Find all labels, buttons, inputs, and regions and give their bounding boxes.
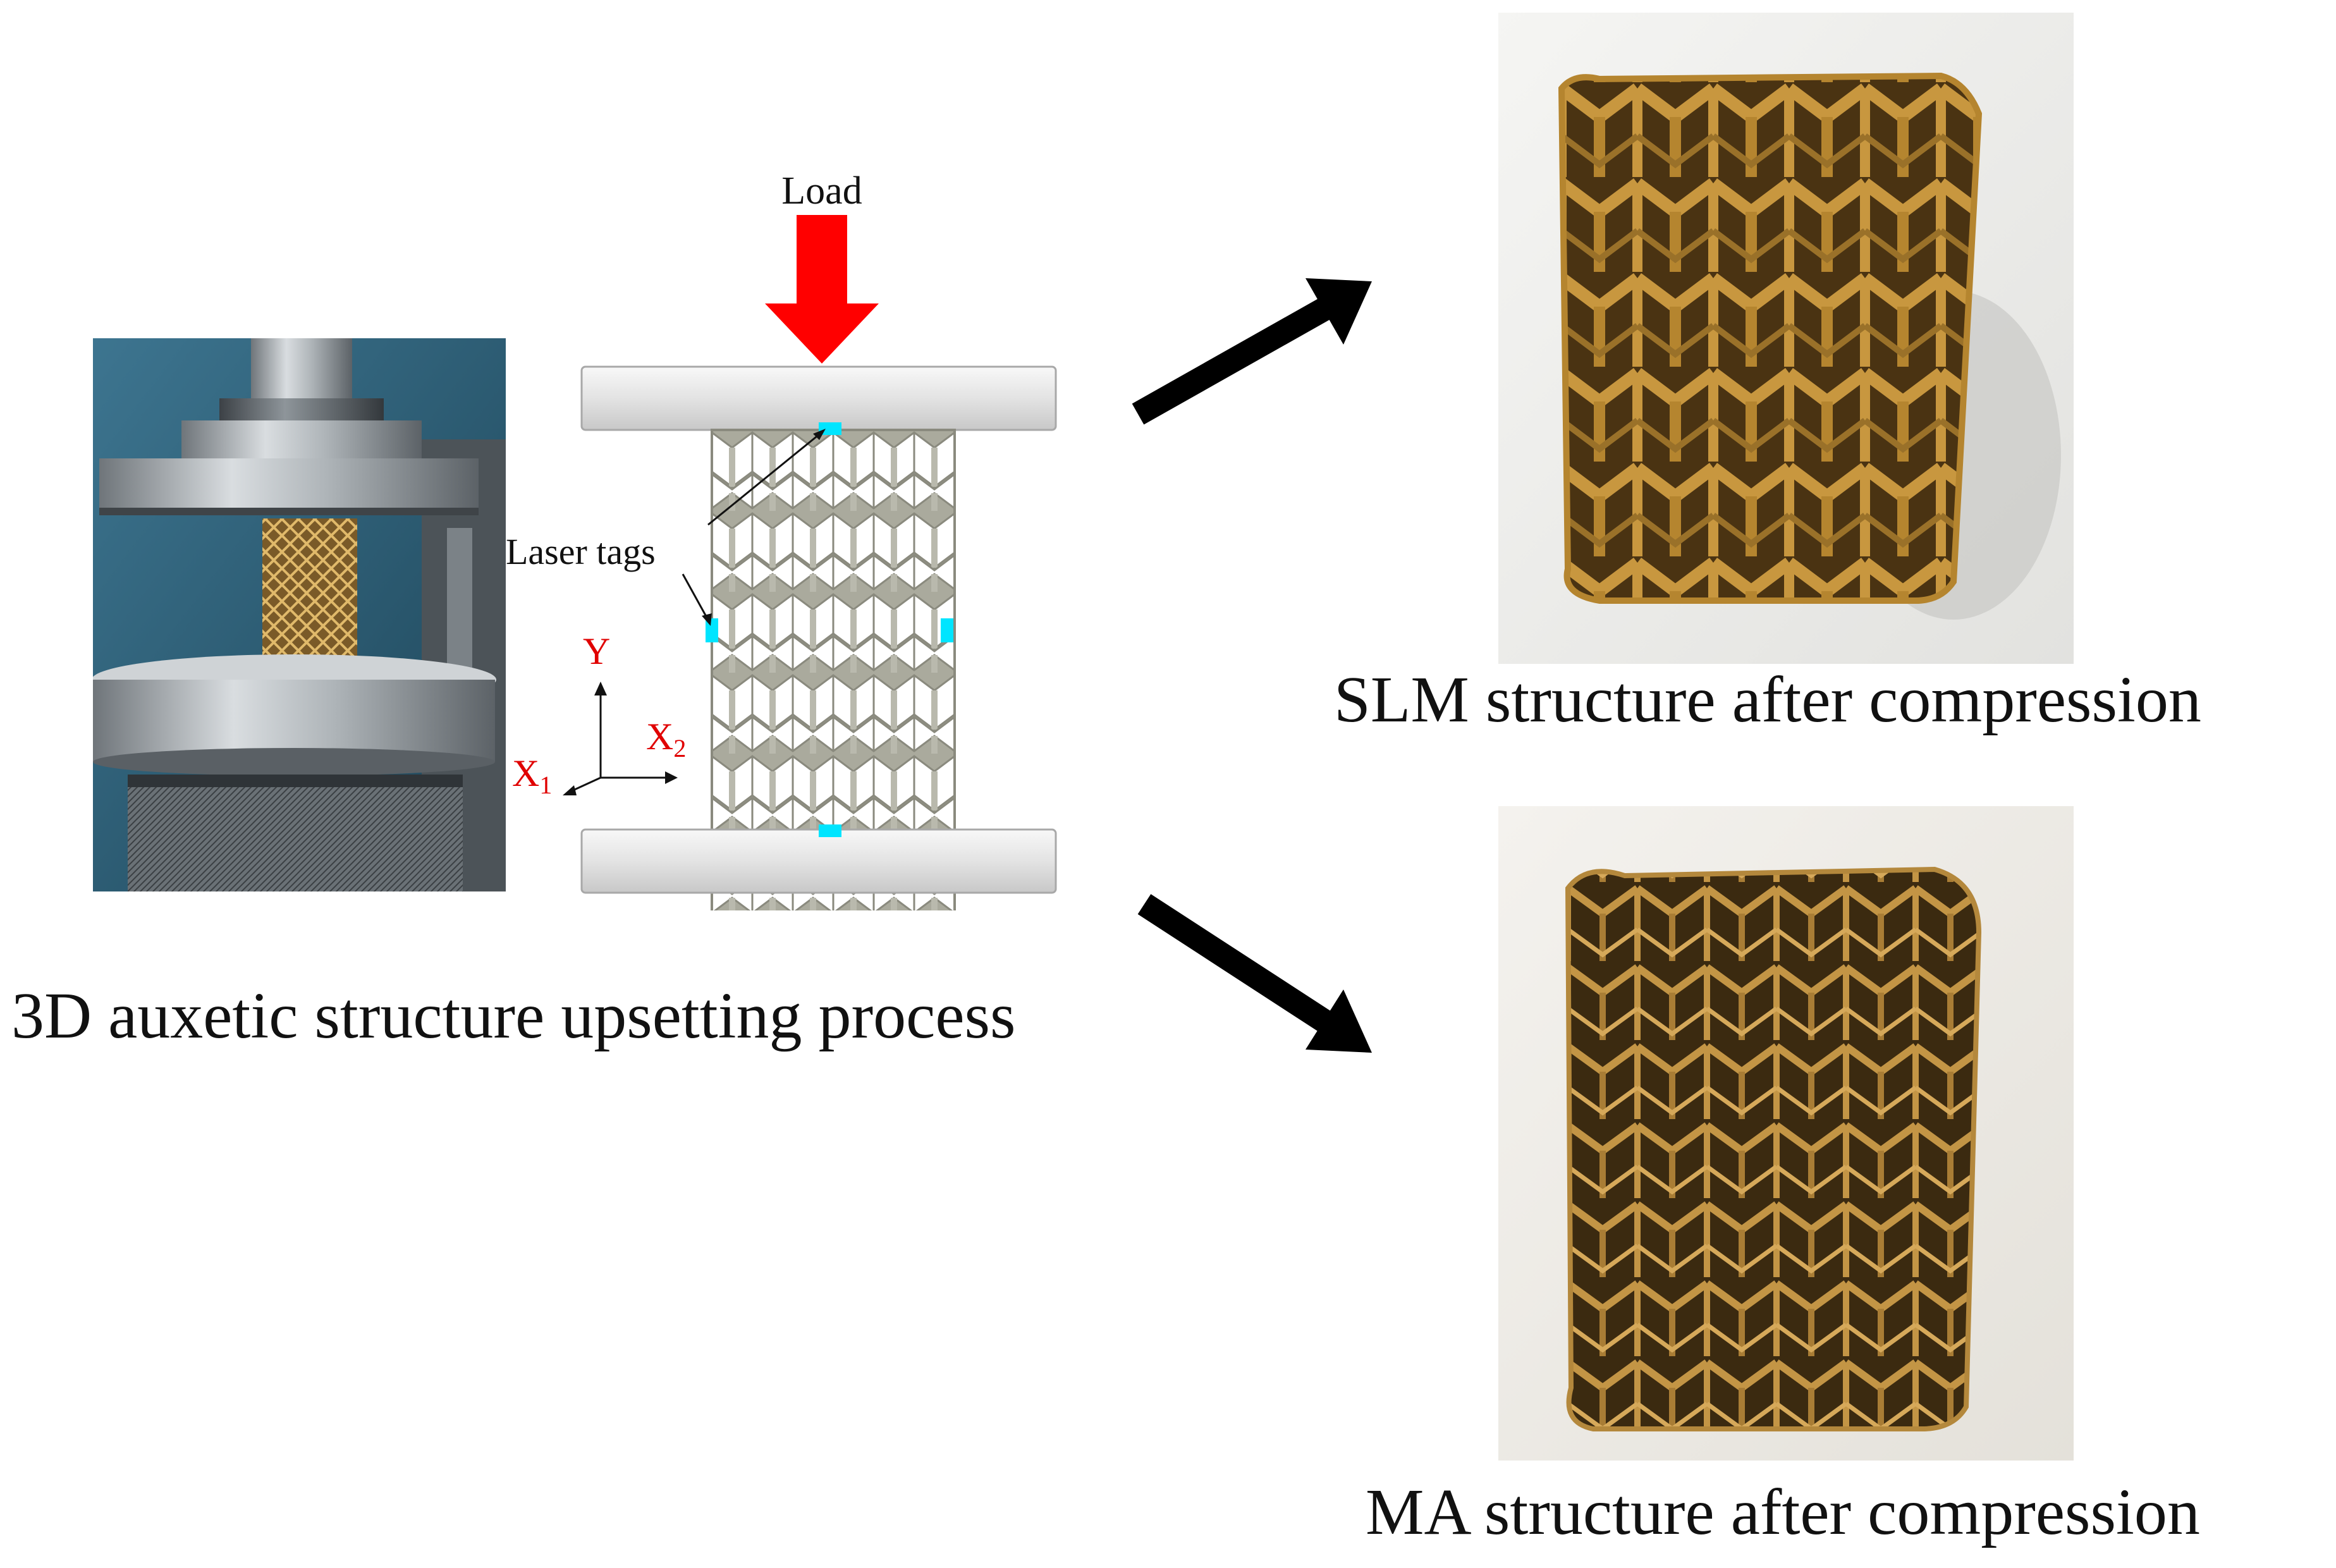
schematic-drawing: Load Laser tags Y X2 X1: [506, 169, 1057, 910]
laser-tags-label: Laser tags: [506, 531, 656, 572]
axis-label-y: Y: [583, 630, 610, 672]
upsetting-schematic: Load Laser tags Y X2 X1: [499, 152, 1119, 910]
bottom-platen: [580, 828, 1057, 894]
compression-machine-illustration: [93, 338, 506, 891]
laser-tag-right: [941, 618, 953, 642]
axis-label-x2: X2: [646, 716, 686, 763]
caption-ma-after-compression: MA structure after compression: [1366, 1476, 2200, 1548]
load-arrow: [765, 215, 879, 364]
laser-tag-leader-top: [707, 430, 824, 526]
slm-structure-photo: [1498, 13, 2074, 664]
coordinate-axes: [563, 682, 678, 795]
slm-structure-illustration: [1498, 13, 2074, 664]
load-label: Load: [781, 169, 862, 212]
laser-tag-left: [706, 618, 718, 642]
laser-tag-leader-left: [682, 573, 711, 623]
leader-arrowhead-top: [813, 429, 826, 440]
arrow-to-slm: [1132, 278, 1372, 425]
top-platen: [580, 365, 1057, 431]
ma-structure-photo: [1498, 806, 2074, 1461]
caption-upsetting-process: 3D auxetic structure upsetting process: [11, 979, 1016, 1052]
arrow-to-ma: [1137, 894, 1372, 1053]
leader-arrowhead-left: [702, 613, 712, 626]
laser-tag-bottom: [819, 824, 841, 837]
caption-slm-after-compression: SLM structure after compression: [1334, 663, 2201, 736]
axis-label-x1: X1: [512, 752, 552, 799]
laser-tag-top: [819, 422, 841, 435]
result-arrows: [1132, 278, 1372, 1053]
compression-machine-photo: [93, 338, 506, 891]
ma-structure-illustration: [1498, 806, 2074, 1461]
